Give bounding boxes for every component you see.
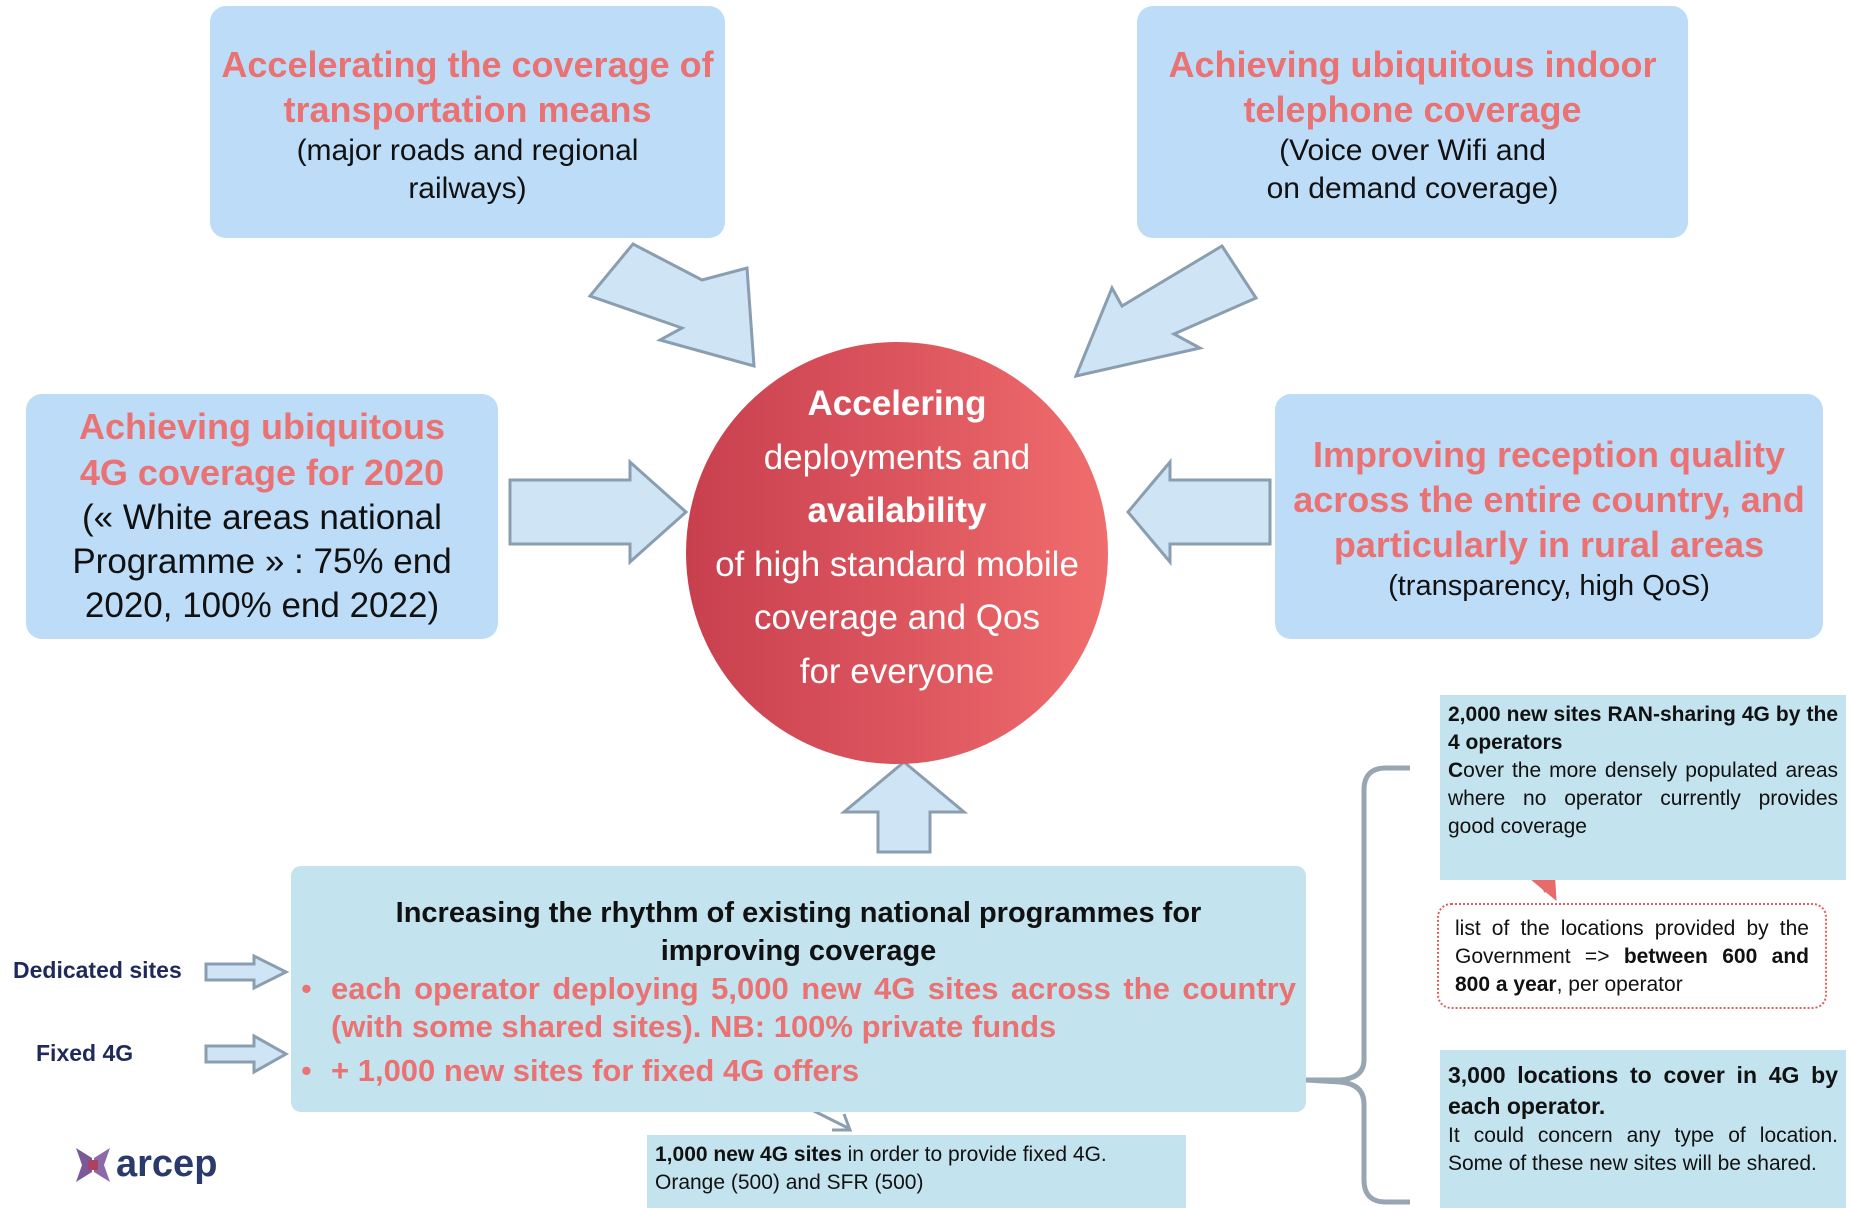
arrow-dedicated <box>204 953 290 991</box>
gov-note-bold: between 600 and 800 a year <box>1455 945 1809 996</box>
indoor-title: Achieving ubiquitous indoor telephone co… <box>1168 44 1657 130</box>
arrow-up <box>839 760 969 854</box>
loc-note-text: It could concern any type of location. S… <box>1448 1124 1838 1175</box>
center-line-6: for everyone <box>799 651 995 691</box>
white-areas-subtitle: (« White areas national Programme » : 75… <box>72 498 452 625</box>
locations-note: 3,000 locations to cover in 4G by each o… <box>1440 1050 1846 1208</box>
transport-title: Accelerating the coverage of transportat… <box>221 44 714 130</box>
center-line-3: availability <box>807 491 987 530</box>
bullet-dedicated: • each operator deploying 5,000 new 4G s… <box>301 970 1296 1046</box>
arcep-emblem-icon <box>76 1147 110 1182</box>
gov-note-text: list of the locations provided by the Go… <box>1455 917 1809 968</box>
label-dedicated-sites: Dedicated sites <box>13 957 182 983</box>
center-line-4: of high standard mobile <box>715 544 1079 584</box>
national-programmes-box: Increasing the rhythm of existing nation… <box>291 866 1306 1112</box>
loc-note-title: 3,000 locations to cover in 4G by each o… <box>1448 1062 1838 1119</box>
bullet-fixed-text: + 1,000 new sites for fixed 4G offers <box>331 1053 860 1088</box>
ran-sharing-note: 2,000 new sites RAN-sharing 4G by the 4 … <box>1440 695 1846 880</box>
arcep-logo-text: arcep <box>116 1143 218 1185</box>
arrow-left <box>508 458 689 566</box>
arrow-top-left <box>587 242 756 369</box>
arrow-top-right <box>1073 243 1259 379</box>
brace <box>1305 765 1410 1205</box>
ran-note-text: over the more densely populated areas wh… <box>1448 759 1838 838</box>
programmes-title: Increasing the rhythm of existing nation… <box>395 897 1202 967</box>
reception-subtitle: (transparency, high QoS) <box>1388 570 1710 602</box>
bullet-dedicated-text: each operator deploying 5,000 new 4G sit… <box>331 971 1296 1044</box>
center-line-2: deployments and <box>763 437 1031 477</box>
arrow-fixed <box>204 1033 290 1075</box>
indoor-subtitle-2: on demand coverage) <box>1266 172 1559 205</box>
indoor-subtitle-1: (Voice over Wifi and <box>1279 134 1546 167</box>
white-areas-title: Achieving ubiquitous 4G coverage for 202… <box>79 406 445 493</box>
bullet-marker: • <box>301 1053 312 1088</box>
fixed-4g-note: 1,000 new 4G sites in order to provide f… <box>647 1135 1186 1208</box>
central-goal-circle: Accelering deployments and availability … <box>686 342 1108 764</box>
bullet-marker: • <box>301 971 312 1006</box>
center-line-5: coverage and Qos <box>753 598 1040 637</box>
arcep-logo: arcep <box>72 1143 217 1186</box>
reception-box: Improving reception quality across the e… <box>1275 394 1823 639</box>
indoor-box: Achieving ubiquitous indoor telephone co… <box>1137 6 1688 238</box>
transport-subtitle: (major roads and regional railways) <box>296 134 639 205</box>
ran-note-c: C <box>1448 759 1464 782</box>
transport-box: Accelerating the coverage of transportat… <box>210 6 725 238</box>
fixed-note-bold: 1,000 new 4G sites <box>655 1143 842 1166</box>
gov-note-tail: , per operator <box>1556 973 1683 996</box>
arrow-right <box>1126 457 1272 567</box>
center-line-1: Accelering <box>807 384 987 423</box>
bullet-fixed: • + 1,000 new sites for fixed 4G offers <box>301 1052 1296 1090</box>
reception-title: Improving reception quality across the e… <box>1293 434 1805 565</box>
fixed-note-text: in order to provide fixed 4G. Orange (50… <box>655 1143 1107 1194</box>
label-fixed-4g: Fixed 4G <box>36 1040 134 1066</box>
government-list-note: list of the locations provided by the Go… <box>1437 903 1827 1009</box>
white-areas-box: Achieving ubiquitous 4G coverage for 202… <box>26 394 498 639</box>
ran-note-title: 2,000 new sites RAN-sharing 4G by the 4 … <box>1448 703 1838 754</box>
